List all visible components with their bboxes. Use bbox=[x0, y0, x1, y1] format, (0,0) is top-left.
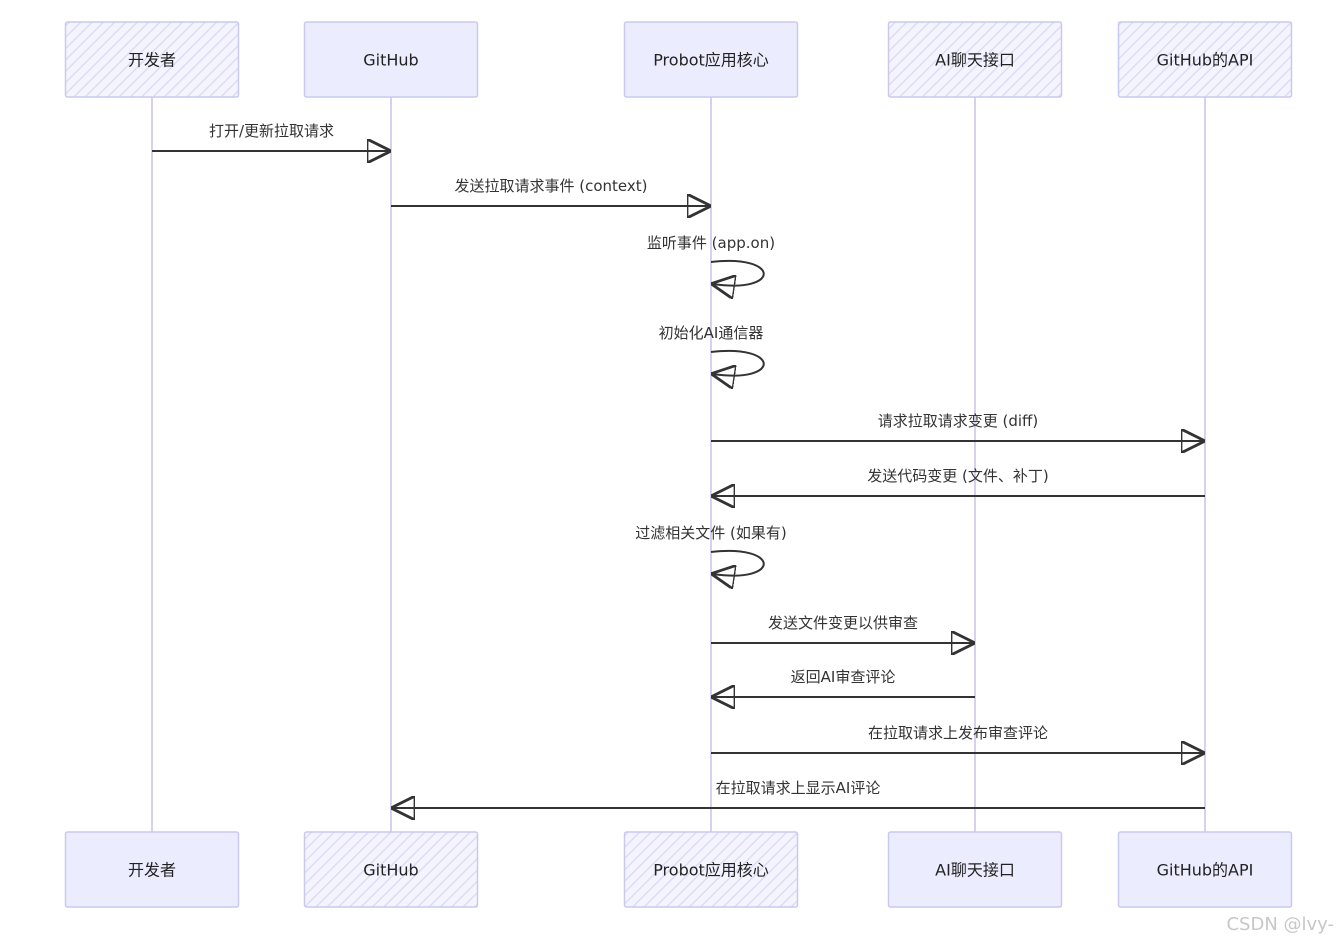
participant-api-bottom: GitHub的API bbox=[1117, 831, 1293, 908]
participant-box bbox=[623, 21, 799, 98]
participant-box bbox=[887, 831, 1063, 908]
participant-dev-top: 开发者 bbox=[64, 21, 240, 98]
participant-label: AI聊天接口 bbox=[935, 861, 1015, 880]
message-10: 在拉取请求上发布审查评论 bbox=[711, 724, 1203, 753]
participant-label: Probot应用核心 bbox=[653, 51, 769, 70]
message-label: 在拉取请求上发布审查评论 bbox=[868, 724, 1048, 742]
message-6: 发送代码变更 (文件、补丁) bbox=[713, 467, 1205, 496]
message-label: 初始化AI通信器 bbox=[659, 324, 764, 342]
self-arrow bbox=[711, 349, 765, 376]
participant-github-top: GitHub bbox=[303, 21, 479, 98]
participants-bottom: 开发者 GitHub Probot应用核心 AI聊天接口 GitHub的API bbox=[64, 831, 1293, 908]
message-1: 打开/更新拉取请求 bbox=[152, 122, 389, 151]
participant-box bbox=[887, 21, 1063, 98]
message-label: 发送文件变更以供审查 bbox=[768, 614, 918, 632]
message-4: 初始化AI通信器 bbox=[659, 324, 765, 376]
participant-label: GitHub bbox=[363, 51, 418, 70]
message-label: 监听事件 (app.on) bbox=[647, 234, 775, 252]
message-label: 返回AI审查评论 bbox=[791, 668, 896, 686]
participant-label: GitHub的API bbox=[1157, 51, 1254, 70]
participant-box bbox=[64, 831, 240, 908]
participant-box bbox=[1117, 831, 1293, 908]
participant-label: 开发者 bbox=[128, 861, 176, 880]
participant-box bbox=[623, 831, 799, 908]
message-3: 监听事件 (app.on) bbox=[647, 234, 775, 286]
participant-label: 开发者 bbox=[128, 51, 176, 70]
message-label: 发送代码变更 (文件、补丁) bbox=[867, 467, 1048, 485]
participant-label: Probot应用核心 bbox=[653, 861, 769, 880]
message-9: 返回AI审查评论 bbox=[713, 668, 975, 697]
participant-ai-top: AI聊天接口 bbox=[887, 21, 1063, 98]
message-label: 在拉取请求上显示AI评论 bbox=[716, 779, 881, 797]
self-arrow bbox=[711, 549, 765, 576]
message-5: 请求拉取请求变更 (diff) bbox=[711, 412, 1203, 441]
participant-ai-bottom: AI聊天接口 bbox=[887, 831, 1063, 908]
participants-top: 开发者 GitHub Probot应用核心 AI聊天接口 GitHub的API bbox=[64, 21, 1293, 98]
participant-box bbox=[303, 21, 479, 98]
participant-label: GitHub的API bbox=[1157, 861, 1254, 880]
participant-box bbox=[64, 21, 240, 98]
message-label: 发送拉取请求事件 (context) bbox=[454, 177, 647, 195]
message-2: 发送拉取请求事件 (context) bbox=[391, 177, 709, 206]
message-label: 打开/更新拉取请求 bbox=[209, 122, 334, 140]
message-8: 发送文件变更以供审查 bbox=[711, 614, 973, 643]
participant-dev-bottom: 开发者 bbox=[64, 831, 240, 908]
participant-box bbox=[1117, 21, 1293, 98]
message-label: 请求拉取请求变更 (diff) bbox=[878, 412, 1039, 430]
participant-github-bottom: GitHub bbox=[303, 831, 479, 908]
participant-api-top: GitHub的API bbox=[1117, 21, 1293, 98]
participant-probot-bottom: Probot应用核心 bbox=[623, 831, 799, 908]
message-7: 过滤相关文件 (如果有) bbox=[635, 524, 787, 576]
participant-label: AI聊天接口 bbox=[935, 51, 1015, 70]
message-label: 过滤相关文件 (如果有) bbox=[635, 524, 786, 542]
self-arrow bbox=[711, 259, 765, 286]
participant-label: GitHub bbox=[363, 861, 418, 880]
participant-box bbox=[303, 831, 479, 908]
watermark: CSDN @lvy- bbox=[1226, 914, 1334, 935]
message-11: 在拉取请求上显示AI评论 bbox=[393, 779, 1205, 808]
participant-probot-top: Probot应用核心 bbox=[623, 21, 799, 98]
lifelines bbox=[151, 97, 1206, 832]
